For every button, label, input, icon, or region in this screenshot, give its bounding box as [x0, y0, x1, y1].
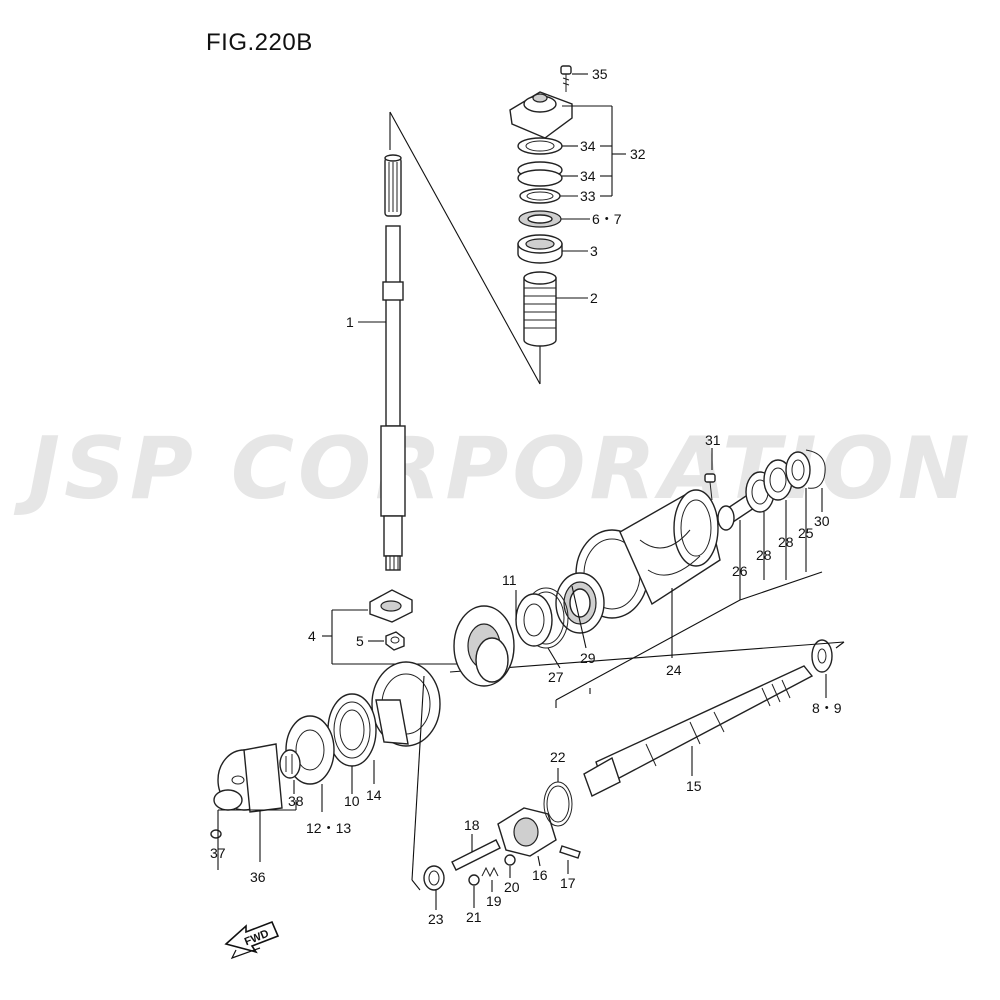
- callout-33: 33: [580, 188, 596, 204]
- pump-impeller-rings: [517, 137, 563, 204]
- callout-26: 26: [732, 563, 748, 579]
- callout-12-13: 12・13: [306, 820, 351, 836]
- forward-gear-part-10: [371, 661, 441, 747]
- clutch-part-16: [497, 807, 557, 857]
- pin-part-17: [559, 845, 581, 859]
- callout-25: 25: [798, 525, 814, 541]
- push-rod-part-18: [451, 839, 501, 871]
- shim-part-11: [515, 593, 553, 647]
- callout-14: 14: [366, 787, 382, 803]
- callout-20: 20: [504, 879, 520, 895]
- callout-32: 32: [630, 146, 646, 162]
- callout-28-left: 28: [756, 547, 772, 563]
- callout-16: 16: [532, 867, 548, 883]
- callout-5: 5: [356, 633, 364, 649]
- bearing-housing-part-36: [213, 743, 283, 813]
- pinion-gear-part-4: [369, 589, 413, 623]
- callout-8-9: 8・9: [812, 700, 842, 716]
- roller-bearing-part-14: [327, 693, 377, 767]
- spring-part-19: [481, 866, 499, 878]
- bearing-part-3: [517, 234, 563, 264]
- callout-34-lower: 34: [580, 168, 596, 184]
- callout-17: 17: [560, 875, 576, 891]
- bolt-part-31: [704, 473, 716, 501]
- thrust-washer-part-8-9: [811, 639, 833, 673]
- seals-part-28: [745, 459, 793, 513]
- callout-11: 11: [502, 572, 517, 588]
- bearing-part-29: [555, 572, 605, 634]
- watermark-text: JSP CORPORATION: [13, 419, 974, 519]
- washer-part-25: [785, 451, 811, 489]
- callout-30: 30: [814, 513, 830, 529]
- callout-22: 22: [550, 749, 566, 765]
- spring-clip-part-23: [423, 865, 445, 891]
- callout-37: 37: [210, 845, 226, 861]
- fwd-direction-arrow: FWD: [224, 920, 280, 960]
- callout-4: 4: [308, 628, 316, 644]
- callout-15: 15: [686, 778, 702, 794]
- callout-labels: 35 32 34 34 33 6・7 3 2 1 31 30 25 28 28 …: [210, 66, 842, 927]
- needle-bearing-part-38: [279, 749, 301, 779]
- ball-part-20: [504, 854, 516, 866]
- propeller-shaft-part-15: [583, 665, 814, 797]
- callout-21: 21: [466, 909, 482, 925]
- bolt-part-35: [560, 65, 572, 92]
- callout-38: 38: [288, 793, 304, 809]
- figure-title: FIG.220B: [206, 29, 313, 56]
- callout-2: 2: [590, 290, 598, 306]
- pin-part-37: [210, 829, 222, 839]
- callout-28-right: 28: [778, 534, 794, 550]
- callout-10: 10: [344, 793, 360, 809]
- callout-19: 19: [486, 893, 502, 909]
- callout-3: 3: [590, 243, 598, 259]
- pump-case-part-32: [509, 91, 573, 139]
- callout-24: 24: [666, 662, 682, 678]
- drive-shaft-part-1: [380, 154, 406, 571]
- callout-18: 18: [464, 817, 480, 833]
- callout-27: 27: [548, 669, 564, 685]
- ball-part-21: [468, 874, 480, 886]
- callout-23: 23: [428, 911, 444, 927]
- watermark: JSP CORPORATION: [13, 419, 974, 519]
- sleeve-part-2: [523, 271, 557, 347]
- callout-34-upper: 34: [580, 138, 596, 154]
- circlip-part-30: [805, 449, 826, 489]
- nut-part-5: [385, 631, 405, 651]
- spring-ring-part-22: [543, 781, 573, 827]
- callout-35: 35: [592, 66, 608, 82]
- callout-1: 1: [346, 314, 354, 330]
- callout-29: 29: [580, 650, 596, 666]
- callout-6-7: 6・7: [592, 211, 622, 227]
- callout-31: 31: [705, 432, 721, 448]
- shim-part-6-7: [518, 210, 562, 228]
- callout-36: 36: [250, 869, 266, 885]
- clutch-dog-part-16-hub: [453, 605, 515, 687]
